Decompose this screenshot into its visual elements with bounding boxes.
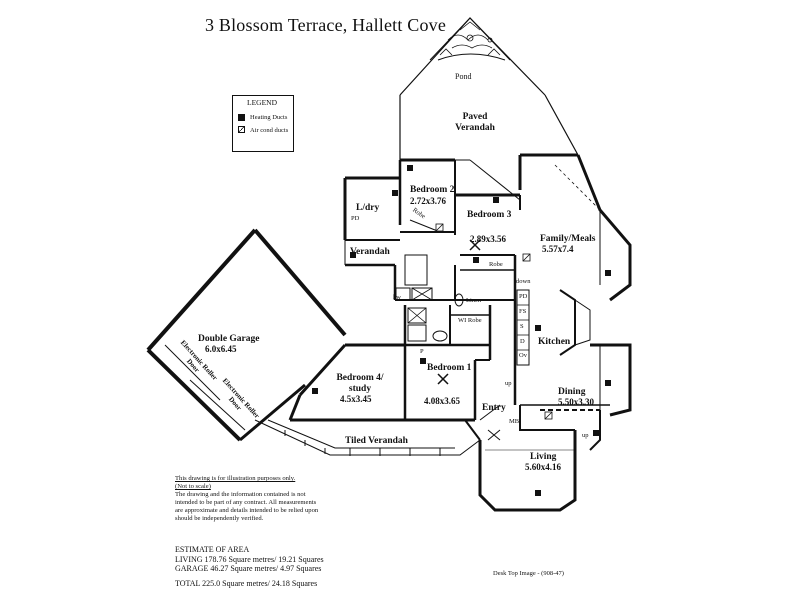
living-size: 5.60x4.16 bbox=[525, 462, 561, 472]
family-meals-label: Family/Meals bbox=[540, 234, 596, 244]
bedroom1-size: 4.08x3.65 bbox=[424, 396, 460, 406]
fs-label: FS bbox=[519, 308, 527, 315]
legend-aircond-symbol bbox=[238, 126, 245, 133]
disclaimer-line1: This drawing is for illustration purpose… bbox=[175, 475, 296, 482]
bedroom4-size: 4.5x3.45 bbox=[340, 394, 372, 404]
kitchen-label: Kitchen bbox=[538, 337, 571, 347]
garage-label: Double Garage bbox=[198, 334, 260, 344]
laundry-label: L/dry bbox=[356, 203, 380, 213]
image-credit: Desk Top Image - (908-47) bbox=[493, 570, 564, 577]
bedroom2-label: Bedroom 2 bbox=[410, 185, 455, 195]
pond-label: Pond bbox=[455, 72, 472, 81]
garden-pattern bbox=[439, 21, 501, 56]
robe-label-bedroom3: Robe bbox=[489, 261, 503, 268]
hot-water-label: hw bbox=[393, 294, 401, 301]
paved-verandah-label: Paved Verandah bbox=[455, 112, 495, 133]
plan-title: 3 Blossom Terrace, Hallett Cove bbox=[205, 15, 447, 35]
pantry-label: P bbox=[420, 348, 424, 355]
down-label: down bbox=[516, 278, 531, 285]
legend-aircond-label: Air cond ducts bbox=[250, 127, 289, 134]
bedroom2-size: 2.72x3.76 bbox=[410, 196, 446, 206]
estimate-garage: GARAGE 46.27 Square metres/ 4.97 Squares bbox=[175, 564, 322, 573]
legend-heating-symbol bbox=[238, 114, 245, 121]
estimate-total: TOTAL 225.0 Square metres/ 24.18 Squares bbox=[175, 578, 318, 588]
disclaimer: This drawing is for illustration purpose… bbox=[175, 475, 325, 524]
pd-label: PD bbox=[519, 293, 528, 300]
bedroom3-label: Bedroom 3 bbox=[467, 210, 512, 220]
family-meals-size: 5.57x7.4 bbox=[542, 244, 574, 254]
legend-heating-label: Heating Ducts bbox=[250, 114, 288, 121]
dining-label: Dining bbox=[558, 387, 586, 397]
up-label-kitchen: up bbox=[505, 380, 512, 387]
estimate-heading: ESTIMATE OF AREA bbox=[175, 545, 250, 554]
disclaimer-body: The drawing and the information containe… bbox=[175, 491, 319, 523]
bedroom4-label: Bedroom 4/ study bbox=[336, 373, 384, 394]
oven-label: Ov bbox=[519, 352, 527, 359]
bedroom3-size: 2.89x3.56 bbox=[470, 234, 506, 244]
dishwasher-label: D bbox=[520, 338, 525, 345]
ceiling-fans bbox=[437, 239, 481, 385]
linen-label: Linen bbox=[466, 297, 482, 304]
garage-size: 6.0x6.45 bbox=[205, 344, 237, 354]
entry-label: Entry bbox=[482, 403, 506, 413]
sink-label: S bbox=[520, 323, 524, 330]
meter-box-label: MB bbox=[509, 418, 520, 425]
estimate-of-area: ESTIMATE OF AREA LIVING 178.76 Square me… bbox=[175, 545, 324, 588]
bedroom1-label: Bedroom 1 bbox=[427, 363, 472, 373]
verandah-label: Verandah bbox=[350, 247, 390, 257]
legend: LEGEND Heating Ducts Air cond ducts bbox=[232, 95, 294, 152]
up-label-dining: up bbox=[582, 432, 589, 439]
estimate-living: LIVING 178.76 Square metres/ 19.21 Squar… bbox=[175, 554, 324, 564]
tiled-verandah-label: Tiled Verandah bbox=[345, 436, 408, 446]
living-label: Living bbox=[530, 452, 557, 462]
legend-heading: LEGEND bbox=[247, 98, 277, 107]
pd-laundry-label: PD bbox=[351, 215, 360, 222]
wi-robe-label: WI Robe bbox=[458, 317, 482, 324]
disclaimer-line2: (Not to scale) bbox=[175, 483, 211, 491]
dining-size: 5.50x3.30 bbox=[558, 397, 594, 407]
